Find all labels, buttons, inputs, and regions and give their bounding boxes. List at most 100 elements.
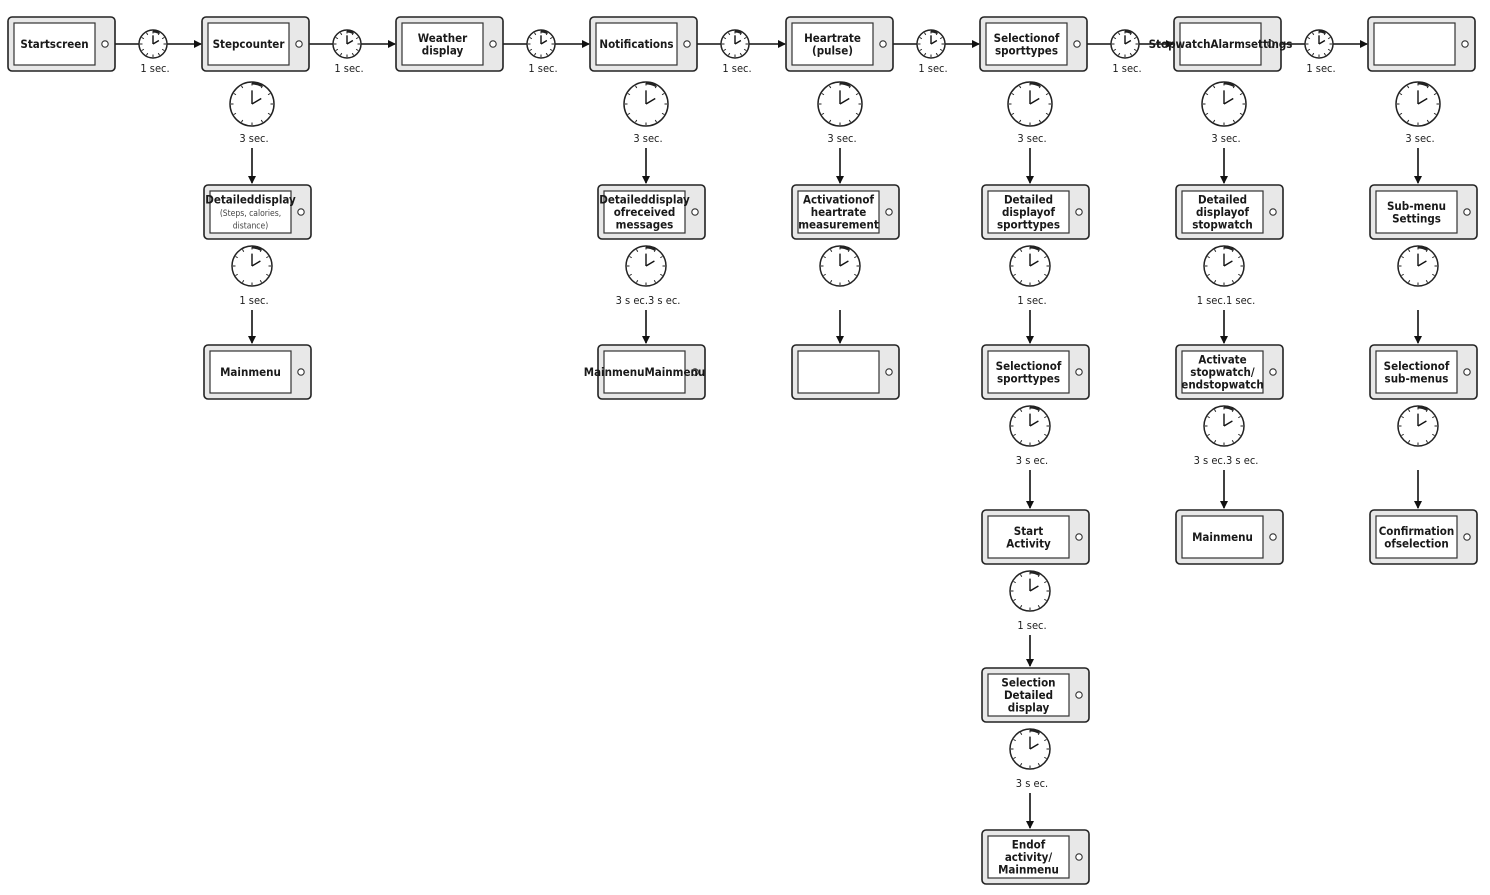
device-button-icon xyxy=(489,40,497,48)
time-label: 1 sec. xyxy=(140,62,169,75)
time-label: 1 sec. xyxy=(239,294,268,307)
device-label: Selection xyxy=(1001,676,1055,690)
device-screen xyxy=(1181,190,1264,234)
device-screen xyxy=(1375,515,1458,559)
branch-device-1-1: Mainmenu xyxy=(203,344,312,400)
device-screen xyxy=(1181,515,1264,559)
device-screen xyxy=(797,350,880,394)
device-label: Activate xyxy=(1198,353,1246,367)
device-button-icon xyxy=(1075,368,1083,376)
device-screen xyxy=(207,22,290,66)
device-button-icon xyxy=(297,208,305,216)
device-button-icon xyxy=(1463,533,1471,541)
device-label: Detaileddisplay xyxy=(205,193,296,207)
device-label: sporttypes xyxy=(997,218,1060,232)
device-label: Heartrate xyxy=(804,31,861,45)
clock-icon xyxy=(623,81,669,127)
device-screen xyxy=(985,22,1068,66)
clock-icon xyxy=(1009,405,1051,447)
time-label: 1 sec. xyxy=(1112,62,1141,75)
device-button-icon xyxy=(691,208,699,216)
device-label: Mainmenu xyxy=(998,863,1059,877)
device-screen xyxy=(987,673,1070,717)
device-label: ofselection xyxy=(1384,536,1448,550)
device-label: display xyxy=(422,43,464,57)
device-screen xyxy=(987,190,1070,234)
device-label: Confirmation xyxy=(1379,524,1455,538)
device-label: Detailed xyxy=(1004,688,1053,702)
clock-icon xyxy=(916,29,946,59)
branch-device-4-1 xyxy=(791,344,900,400)
device-button-icon xyxy=(1075,853,1083,861)
time-label: 1 sec. xyxy=(528,62,557,75)
device-button-icon xyxy=(1269,208,1277,216)
time-label: 1 sec. xyxy=(334,62,363,75)
time-label: 3 s ec. xyxy=(1016,777,1048,790)
device-button-icon xyxy=(295,40,303,48)
device-button-icon xyxy=(879,40,887,48)
clock-icon xyxy=(1009,728,1051,770)
device-label: Activationof xyxy=(803,193,874,207)
device-screen xyxy=(987,350,1070,394)
device-label: sporttypes xyxy=(995,43,1058,57)
device-label: activity/ xyxy=(1005,850,1053,864)
device-label: distance) xyxy=(233,222,268,232)
device-screen xyxy=(603,350,686,394)
clock-icon xyxy=(138,29,168,59)
device-button-icon xyxy=(1463,368,1471,376)
clock-icon xyxy=(1397,405,1439,447)
device-button-icon xyxy=(297,368,305,376)
device-button-icon xyxy=(1269,368,1277,376)
time-label: 1 sec. xyxy=(1017,294,1046,307)
top-device-6: StopwatchAlarmsettings xyxy=(1149,16,1292,72)
device-label: sub-menus xyxy=(1385,371,1449,385)
device-button-icon xyxy=(1461,40,1469,48)
device-screen xyxy=(209,350,292,394)
device-screen xyxy=(1375,350,1458,394)
device-label: Settings xyxy=(1392,211,1441,225)
device-label: Selectionof xyxy=(1384,359,1450,373)
device-label: sporttypes xyxy=(997,371,1060,385)
device-screen xyxy=(595,22,678,66)
top-device-0: Startscreen xyxy=(7,16,116,72)
time-label: 3 sec. xyxy=(1017,132,1046,145)
device-label: Selectionof xyxy=(994,31,1060,45)
device-button-icon xyxy=(1073,40,1081,48)
device-label: Stepcounter xyxy=(213,37,286,51)
device-label: Detailed xyxy=(1198,193,1247,207)
device-label: Activity xyxy=(1006,536,1051,550)
top-device-1: Stepcounter xyxy=(201,16,310,72)
time-label: 1 sec. xyxy=(1306,62,1335,75)
device-button-icon xyxy=(1075,533,1083,541)
device-label: Startscreen xyxy=(20,37,88,51)
device-screen xyxy=(987,515,1070,559)
clock-icon xyxy=(1203,405,1245,447)
device-label: messages xyxy=(616,218,674,232)
device-label: Detaileddisplay xyxy=(599,193,690,207)
device-screen xyxy=(797,190,880,234)
clock-icon xyxy=(817,81,863,127)
device-label: display xyxy=(1008,701,1050,715)
time-label: 3 sec. xyxy=(633,132,662,145)
device-label: endstopwatch xyxy=(1181,378,1263,392)
clock-icon xyxy=(625,245,667,287)
device-label: MainmenuMainmenu xyxy=(584,365,705,379)
time-label: 3 sec. xyxy=(827,132,856,145)
device-button-icon xyxy=(885,368,893,376)
device-screen xyxy=(1181,350,1264,394)
clock-icon xyxy=(1110,29,1140,59)
device-screen xyxy=(987,835,1070,879)
device-label: ofreceived xyxy=(614,205,676,219)
device-label: heartrate xyxy=(811,205,866,219)
device-label: displayof xyxy=(1196,205,1250,219)
